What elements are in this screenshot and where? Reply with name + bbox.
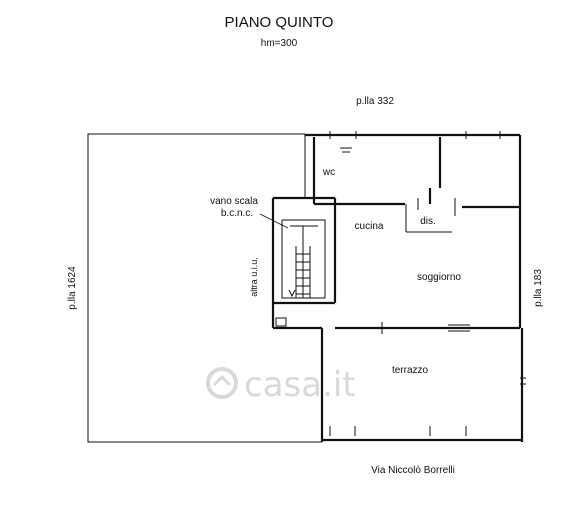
stair-label-line1: vano scala — [210, 196, 258, 207]
street-label: Via Niccolò Borrelli — [371, 465, 455, 476]
house-roof-icon — [212, 374, 232, 387]
stair-leader-line — [259, 213, 289, 229]
room-label-dis: dis. — [420, 216, 436, 227]
room-label-terrazzo: terrazzo — [392, 365, 429, 376]
staircase — [281, 219, 326, 299]
room-label-cucina: cucina — [355, 221, 384, 232]
watermark: casa.it — [206, 365, 356, 405]
plan-details — [275, 131, 526, 436]
house-logo-icon — [206, 367, 238, 399]
neighbor-right-label: p.lla 183 — [533, 269, 544, 307]
lot-boundary — [87, 133, 322, 443]
walls — [271, 133, 524, 442]
neighbor-top-label: p.lla 332 — [356, 96, 394, 107]
neighbor-left-label: p.lla 1624 — [67, 266, 78, 310]
watermark-text: casa.it — [244, 365, 356, 405]
other-unit-label: altra u.i.u. — [249, 257, 259, 297]
room-label-soggiorno: soggiorno — [417, 272, 461, 283]
room-label-wc: wc — [322, 167, 335, 178]
height-note: hm=300 — [261, 38, 298, 49]
stair-label-line2: b.c.n.c. — [221, 208, 253, 219]
plan-title: PIANO QUINTO — [225, 14, 334, 31]
